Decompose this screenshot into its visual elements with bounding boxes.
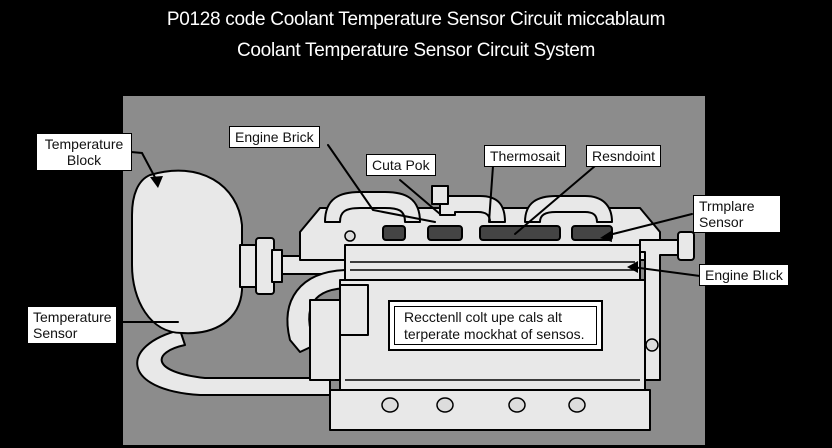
label-cuta-pok: Cuta Pok — [366, 154, 436, 176]
info-note-border — [394, 306, 597, 345]
leader-cuta-pok — [399, 179, 441, 215]
arrowhead-temperature-block — [150, 176, 163, 188]
label-temperature-block-line1: Temperature — [44, 136, 124, 152]
info-note-line2: terperate mockhat of sensos. — [404, 326, 585, 342]
label-temperature-sensor: Temperature Sensor — [27, 306, 117, 344]
right-fitting — [677, 231, 695, 261]
label-trmplare-sensor-line2: Sensor — [699, 214, 744, 230]
leader-engine-block-right — [631, 266, 701, 277]
label-temperature-block: Temperature Block — [36, 133, 132, 171]
bolt-1 — [381, 397, 399, 413]
radiator-tank — [131, 169, 243, 335]
label-thermosait: Thermosait — [484, 145, 567, 167]
port-slot-2 — [427, 225, 463, 241]
engine-side-part — [339, 284, 369, 336]
top-fitting — [431, 185, 449, 205]
label-engine-block-right: Engine Blıck — [699, 264, 789, 286]
bolt-3 — [508, 397, 526, 413]
label-temperature-sensor-line2: Sensor — [33, 325, 78, 341]
label-engine-brick: Engine Brick — [229, 126, 320, 148]
label-temperature-block-line2: Block — [66, 152, 102, 168]
port-slot-3 — [479, 225, 561, 241]
diagram-subtitle: Coolant Temperature Sensor Circuit Syste… — [236, 40, 595, 61]
info-note: Recctenll colt upe cals alt terperate mo… — [388, 300, 603, 351]
engine-side-part-2 — [309, 299, 341, 381]
leader-resndoint — [514, 165, 596, 235]
leader-trmplare-sensor — [604, 213, 693, 237]
radiator-fitting-ring — [271, 249, 283, 283]
label-trmplare-sensor: Trmplare Sensor — [693, 195, 781, 233]
label-temperature-sensor-line1: Temperature — [33, 309, 112, 325]
diagram-title: P0128 code Coolant Temperature Sensor Ci… — [166, 9, 666, 30]
label-trmplare-sensor-line1: Trmplare — [699, 198, 755, 214]
engine-lower-case — [329, 389, 651, 431]
leader-temperature-block — [130, 151, 159, 184]
arrowhead-trmplare-sensor — [600, 231, 612, 242]
lower-hose — [136, 329, 331, 396]
bolt-2 — [436, 397, 454, 413]
bypass-hose — [286, 269, 351, 353]
port-slot-1 — [382, 225, 406, 241]
leader-engine-brick — [327, 144, 436, 223]
bolt-5 — [645, 338, 659, 352]
top-hose-left — [324, 191, 421, 223]
bolt-6 — [344, 230, 356, 242]
leader-thermosait — [488, 165, 494, 223]
info-note-line1: Recctenll colt upe cals alt — [404, 309, 562, 325]
bolt-4 — [568, 397, 586, 413]
label-resndoint: Resndoint — [586, 145, 662, 167]
port-slot-4 — [571, 225, 613, 241]
top-hose-right — [524, 195, 613, 223]
arrowhead-engine-block-right — [627, 261, 638, 273]
